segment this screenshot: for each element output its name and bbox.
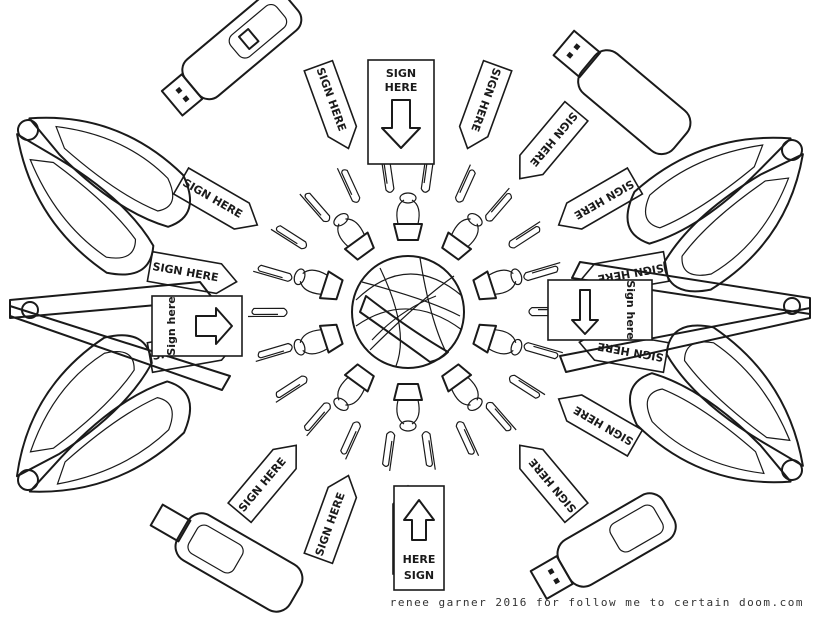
scissors-bottom-right bbox=[628, 324, 804, 484]
binder-clip bbox=[393, 383, 423, 432]
sign-here-tag: SIGN HERE bbox=[172, 166, 259, 230]
usb-drive-bottom-right bbox=[529, 492, 677, 600]
binder-clip bbox=[441, 363, 483, 412]
here-text-bottom: HERE bbox=[403, 553, 436, 566]
paper-clip bbox=[485, 401, 517, 432]
paper-clip bbox=[299, 192, 331, 223]
paper-clip bbox=[455, 421, 480, 456]
sign-here-card-left: Sign here bbox=[151, 295, 243, 357]
paper-clip bbox=[454, 164, 476, 203]
sign-here-tag: SIGN HERE bbox=[226, 444, 297, 524]
paper-clip bbox=[248, 307, 288, 318]
sign-here-script-right: Sign here bbox=[624, 280, 637, 339]
binder-clip bbox=[333, 212, 375, 261]
paper-clip bbox=[340, 421, 362, 460]
sign-here-script-left: Sign here bbox=[165, 296, 178, 355]
sign-here-card-right: Sign here bbox=[547, 279, 653, 341]
paper-clip bbox=[336, 168, 361, 203]
binder-clip bbox=[333, 363, 375, 412]
usb-drive-bottom-left bbox=[149, 503, 304, 613]
paper-clip bbox=[508, 374, 546, 399]
paper-clip bbox=[303, 402, 331, 437]
paper-clip bbox=[270, 225, 308, 250]
paper-clip bbox=[421, 431, 436, 470]
paper-clip bbox=[523, 261, 561, 282]
sign-here-card-top: SIGN HERE bbox=[367, 59, 435, 165]
usb-drive-top-right bbox=[552, 29, 692, 156]
binder-clip bbox=[293, 323, 344, 356]
usb-drive-top-left bbox=[160, 0, 303, 117]
sign-text-bottom: SIGN bbox=[404, 569, 434, 582]
sign-here-tag: SIGN HERE bbox=[557, 394, 644, 458]
paper-clip bbox=[255, 342, 293, 363]
paper-clip bbox=[508, 221, 541, 249]
sign-text-top: SIGN bbox=[386, 67, 416, 80]
binder-clip bbox=[472, 268, 523, 301]
sign-here-tag: SIGN HERE bbox=[458, 59, 513, 150]
paper-clips bbox=[248, 152, 568, 472]
binder-clip bbox=[393, 192, 423, 241]
paper-clip bbox=[523, 342, 563, 360]
sign-here-tag: SIGN HERE bbox=[519, 444, 590, 524]
paper-clip bbox=[275, 375, 308, 403]
scissors-bottom-left bbox=[15, 334, 192, 493]
binder-clip bbox=[472, 323, 523, 356]
binder-clip bbox=[441, 212, 483, 261]
artist-credit: renee garner 2016 for follow me to certa… bbox=[389, 596, 804, 609]
binder-clip bbox=[293, 268, 344, 301]
sign-here-card-bottom: HERE SIGN bbox=[393, 485, 445, 591]
sign-here-tag: SIGN HERE bbox=[519, 100, 590, 180]
sign-here-tag: SIGN HERE bbox=[303, 474, 358, 565]
paper-clip bbox=[485, 187, 513, 222]
here-text-top: HERE bbox=[385, 81, 418, 94]
sign-here-tag: SIGN HERE bbox=[303, 59, 358, 150]
binder-clips bbox=[293, 192, 523, 432]
paper-clip bbox=[253, 264, 293, 282]
sign-here-tag: SIGN HERE bbox=[146, 250, 238, 295]
scissors-top-left bbox=[16, 116, 192, 276]
scissors-top-right bbox=[626, 136, 804, 293]
rubber-band-ball bbox=[351, 255, 465, 369]
paper-clip bbox=[381, 431, 396, 472]
